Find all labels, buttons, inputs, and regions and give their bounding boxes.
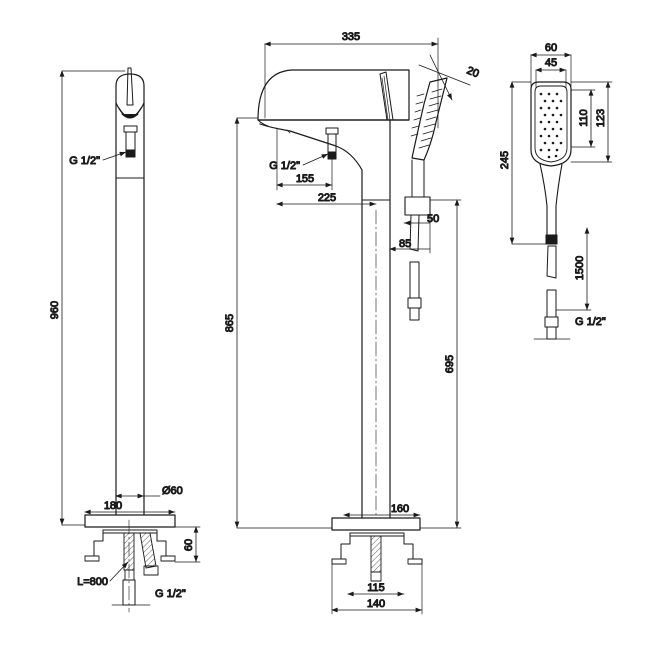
dim-960: 960	[49, 70, 126, 526]
dim-110: 110	[570, 89, 596, 148]
dim-140: 140	[331, 558, 423, 615]
center-inlet-nipple	[325, 127, 339, 160]
dim-335: 335	[264, 31, 439, 129]
left-inlet-nipple	[123, 125, 138, 158]
dim-245: 245	[499, 81, 547, 245]
label-g12-left: G 1/2"	[69, 151, 127, 168]
label-g12-left-text: G 1/2"	[69, 155, 100, 167]
dim-60-base-label: 60	[183, 539, 195, 551]
dim-85: 85	[389, 214, 431, 254]
right-hose-upper	[546, 245, 557, 279]
dim-123-label: 123	[595, 109, 607, 127]
dim-180-label: 180	[104, 500, 122, 512]
left-column	[115, 102, 145, 516]
dim-155: 155	[276, 127, 333, 191]
center-hand-shower	[404, 77, 448, 216]
dim-115: 115	[347, 582, 405, 597]
dim-160-label: 160	[391, 503, 409, 515]
label-g12-center-text: G 1/2"	[269, 160, 300, 172]
dim-115-label: 115	[367, 582, 385, 594]
center-spout-body	[257, 69, 410, 201]
dim-20-label: 20	[465, 65, 481, 81]
dim-695: 695	[419, 199, 462, 529]
dim-225-label: 225	[318, 192, 336, 204]
dim-1500-label: 1500	[574, 256, 586, 280]
dim-245-label: 245	[499, 151, 511, 169]
label-g12-right: G 1/2"	[533, 316, 606, 340]
dim-155-label: 155	[296, 173, 314, 185]
right-detail-view: 60 45 110 123 245	[499, 42, 613, 340]
dim-865-label: 865	[224, 314, 236, 332]
label-g12-left-bottom: G 1/2"	[111, 588, 186, 606]
right-hose-lower	[544, 289, 559, 340]
center-base-plate	[331, 517, 421, 531]
dim-60-head-label: 60	[545, 42, 557, 54]
right-shower-head	[530, 81, 572, 245]
dim-140-label: 140	[367, 598, 385, 610]
dim-1500: 1500	[555, 227, 592, 311]
dim-110-label: 110	[578, 109, 590, 127]
label-g12-center: G 1/2"	[269, 153, 329, 173]
center-lever-handle	[379, 71, 394, 121]
left-mixer-body-top	[115, 73, 145, 119]
dim-20: 20	[418, 54, 481, 101]
center-shower-hose	[407, 214, 422, 321]
dim-865: 865	[224, 117, 333, 529]
dim-45-label: 45	[545, 57, 557, 69]
label-l800: L=800	[77, 561, 129, 589]
dim-160: 160	[343, 503, 421, 518]
label-g12-right-text: G 1/2"	[575, 316, 606, 328]
center-column	[361, 119, 391, 519]
dim-dia60: Ø60	[115, 485, 183, 499]
dim-dia60-label: Ø60	[162, 485, 183, 497]
dim-225: 225	[276, 192, 377, 207]
label-g12-left-bottom-text: G 1/2"	[155, 588, 186, 600]
dim-180: 180	[84, 500, 176, 515]
dim-960-label: 960	[49, 301, 61, 319]
dim-85-label: 85	[399, 238, 411, 250]
dim-60-head: 60	[530, 42, 572, 87]
dim-60-base: 60	[174, 526, 201, 563]
label-l800-text: L=800	[77, 576, 108, 588]
center-front-view: 335 20 155 225 865	[224, 31, 481, 615]
center-mounting-bracket	[331, 532, 423, 582]
dim-335-label: 335	[342, 31, 360, 43]
left-side-view: 960 Ø60 180 60 G 1/2" L=800	[49, 67, 201, 613]
dim-50-label: 50	[427, 213, 439, 225]
left-lever-handle	[126, 67, 134, 106]
dim-123: 123	[570, 81, 613, 163]
dim-695-label: 695	[444, 355, 456, 373]
dim-45: 45	[535, 57, 567, 89]
left-base-plate	[84, 514, 176, 528]
